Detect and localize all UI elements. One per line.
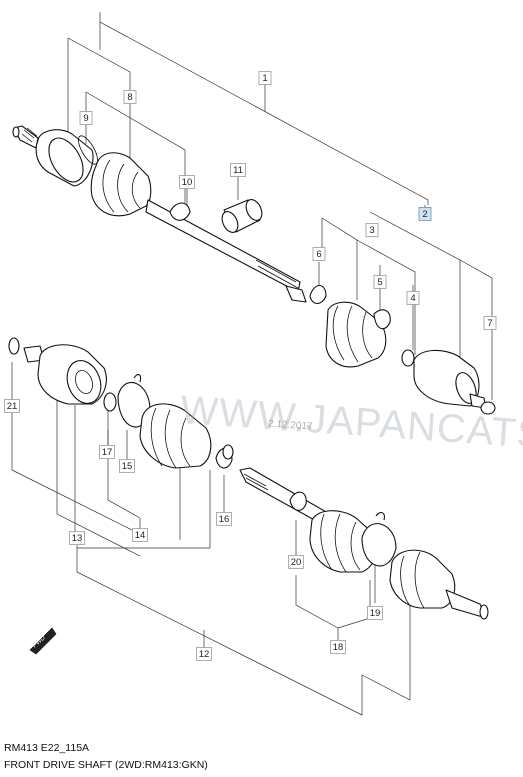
callout-4[interactable]: 4 bbox=[406, 291, 420, 305]
callout-number-4: 4 bbox=[410, 293, 415, 304]
callout-number-7: 7 bbox=[487, 318, 492, 329]
callout-box-12[interactable] bbox=[196, 647, 212, 661]
callout-number-2: 2 bbox=[422, 209, 427, 220]
callout-number-8: 8 bbox=[127, 92, 132, 103]
callout-11[interactable]: 11 bbox=[230, 163, 246, 177]
callout-17[interactable]: 17 bbox=[99, 445, 115, 459]
callout-box-10[interactable] bbox=[179, 175, 195, 189]
lower-outer-boot bbox=[309, 510, 378, 573]
ring-21-shape bbox=[8, 337, 20, 355]
damper-11-shape bbox=[221, 199, 263, 233]
callout-number-15: 15 bbox=[122, 461, 133, 472]
callout-19[interactable]: 19 bbox=[367, 606, 383, 620]
upper-outer-boot bbox=[90, 152, 152, 217]
callout-box-21[interactable] bbox=[4, 399, 20, 413]
clamp-15-tab bbox=[133, 373, 142, 383]
callout-9[interactable]: 9 bbox=[79, 111, 93, 125]
callout-number-14: 14 bbox=[135, 530, 146, 541]
callout-number-21: 21 bbox=[7, 401, 18, 412]
callout-2[interactable]: 2 bbox=[418, 207, 432, 221]
upper-shaft-spline bbox=[285, 285, 307, 303]
callout-box-6[interactable] bbox=[312, 247, 326, 261]
callout-box-1[interactable] bbox=[258, 71, 272, 85]
callout-1[interactable]: 1 bbox=[258, 71, 272, 85]
callout-7[interactable]: 7 bbox=[483, 316, 497, 330]
clamp-18-tab bbox=[375, 511, 385, 521]
callout-number-6: 6 bbox=[316, 249, 321, 260]
diagram-title: FRONT DRIVE SHAFT (2WD:RM413:GKN) bbox=[4, 759, 208, 771]
callout-box-5[interactable] bbox=[373, 275, 387, 289]
callout-box-13[interactable] bbox=[69, 531, 85, 545]
callout-box-11[interactable] bbox=[230, 163, 246, 177]
upper-left-stub bbox=[12, 125, 39, 149]
callout-number-11: 11 bbox=[233, 165, 243, 176]
callout-box-18[interactable] bbox=[330, 640, 346, 654]
lower-outer-joint bbox=[389, 549, 489, 620]
diagram-code: RM413 E22_115A bbox=[4, 742, 90, 754]
callout-box-19[interactable] bbox=[367, 606, 383, 620]
callout-number-3: 3 bbox=[369, 225, 374, 236]
callout-box-7[interactable] bbox=[483, 316, 497, 330]
clamp-6-shape bbox=[309, 284, 327, 305]
callout-6[interactable]: 6 bbox=[312, 247, 326, 261]
lower-drive-shaft bbox=[8, 337, 489, 620]
callout-box-20[interactable] bbox=[288, 555, 304, 569]
lower-inner-joint bbox=[23, 344, 107, 405]
lower-inner-boot bbox=[139, 403, 212, 469]
callout-number-9: 9 bbox=[83, 113, 88, 124]
callout-8[interactable]: 8 bbox=[123, 90, 137, 104]
callout-box-16[interactable] bbox=[216, 512, 232, 526]
clamp-20-shape bbox=[289, 491, 307, 511]
callout-16[interactable]: 16 bbox=[216, 512, 232, 526]
callout-21[interactable]: 21 bbox=[4, 399, 20, 413]
upper-inner-joint bbox=[413, 349, 487, 409]
clamp-16-ring bbox=[222, 444, 234, 460]
callout-number-5: 5 bbox=[377, 277, 382, 288]
clamp-18-shape bbox=[361, 523, 397, 567]
callout-13[interactable]: 13 bbox=[69, 531, 85, 545]
upper-inner-boot bbox=[325, 301, 387, 368]
callout-number-1: 1 bbox=[262, 73, 267, 84]
callout-box-2[interactable] bbox=[418, 207, 432, 221]
ring-17-shape bbox=[103, 392, 117, 412]
callout-number-16: 16 bbox=[219, 514, 230, 525]
upper-drive-shaft bbox=[12, 125, 496, 415]
callout-box-4[interactable] bbox=[406, 291, 420, 305]
callout-number-10: 10 bbox=[182, 177, 193, 188]
callout-3[interactable]: 3 bbox=[365, 223, 379, 237]
callout-number-18: 18 bbox=[333, 642, 344, 653]
callout-number-12: 12 bbox=[199, 649, 210, 660]
fwd-arrow-icon: FWD bbox=[29, 627, 57, 655]
upper-ring-shape bbox=[401, 349, 415, 367]
callout-18[interactable]: 18 bbox=[330, 640, 346, 654]
callout-box-15[interactable] bbox=[119, 459, 135, 473]
callout-12[interactable]: 12 bbox=[196, 647, 212, 661]
callout-20[interactable]: 20 bbox=[288, 555, 304, 569]
callout-box-14[interactable] bbox=[132, 528, 148, 542]
callout-number-17: 17 bbox=[102, 447, 113, 458]
callout-number-13: 13 bbox=[72, 533, 83, 544]
clamp-4-shape bbox=[373, 309, 391, 330]
clamp-9-shape bbox=[78, 135, 98, 165]
callout-box-3[interactable] bbox=[365, 223, 379, 237]
callout-15[interactable]: 15 bbox=[119, 459, 135, 473]
callout-number-20: 20 bbox=[291, 557, 302, 568]
callout-10[interactable]: 10 bbox=[179, 175, 195, 189]
callout-number-19: 19 bbox=[370, 608, 381, 619]
callout-5[interactable]: 5 bbox=[373, 275, 387, 289]
upper-outer-joint bbox=[35, 129, 94, 187]
upper-end-ring bbox=[480, 401, 496, 415]
clamp-10-shape bbox=[169, 202, 191, 221]
callout-14[interactable]: 14 bbox=[132, 528, 148, 542]
callout-box-17[interactable] bbox=[99, 445, 115, 459]
callout-box-8[interactable] bbox=[123, 90, 137, 104]
callout-box-9[interactable] bbox=[79, 111, 93, 125]
